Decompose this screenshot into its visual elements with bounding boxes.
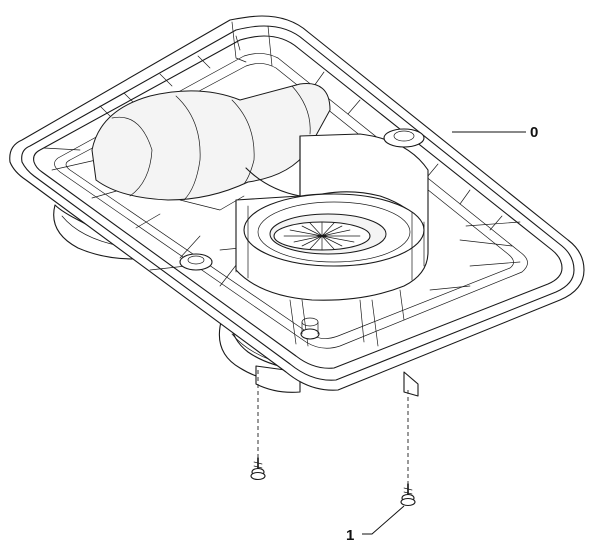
mounting-bosses: [179, 128, 425, 340]
front-clip-tab: [403, 371, 419, 397]
callout-label-0: 0: [530, 124, 538, 141]
assembly-lines: [257, 370, 409, 486]
fan-grille: [273, 221, 371, 251]
scroll-housing: [91, 83, 331, 211]
leader-lines: [362, 131, 526, 535]
screw-left: [250, 457, 266, 481]
screw-right: [400, 483, 416, 507]
callout-label-1: 1: [346, 527, 354, 544]
